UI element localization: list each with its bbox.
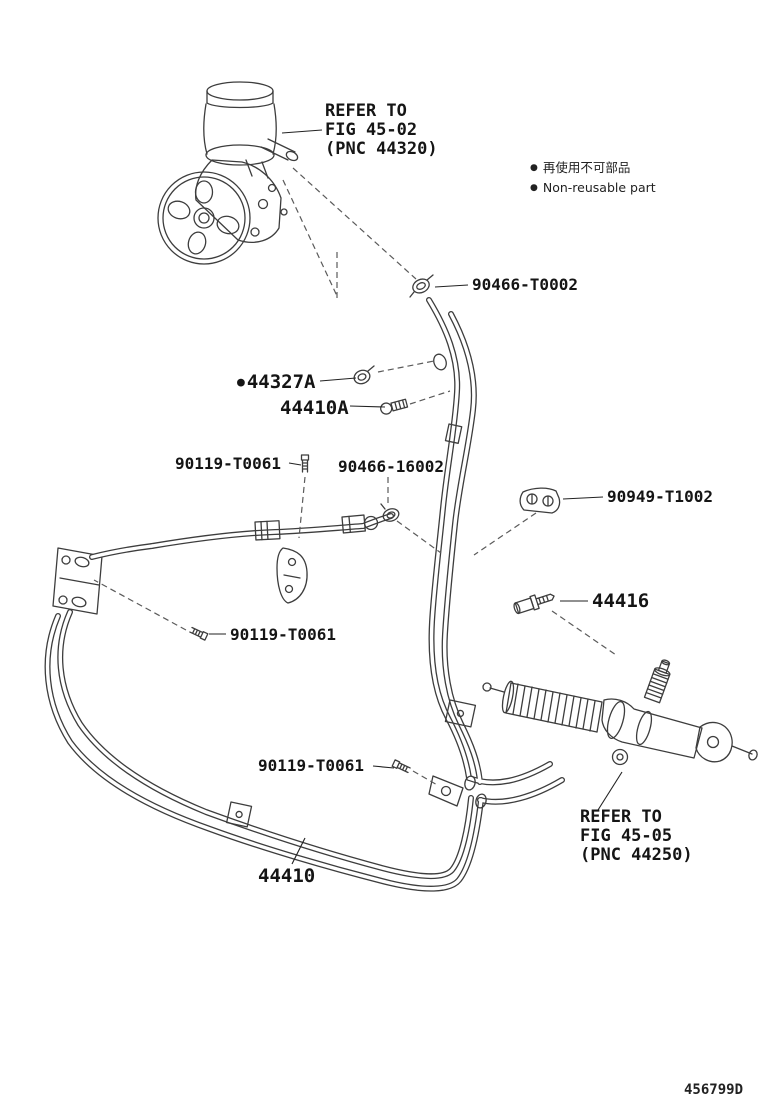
refer-top-line3: (PNC 44320) (325, 139, 438, 159)
tube-clamp-plate-art (444, 699, 477, 728)
flare-nut-art (363, 515, 379, 531)
steering-gear-art (482, 659, 758, 766)
refer-bottom-line2: FIG 45-05 (580, 826, 673, 846)
label-90119-T0061-2: 90119-T0061 (230, 625, 336, 644)
label-44416: 44416 (592, 590, 650, 612)
lower-bracket-art (428, 775, 464, 807)
legend-row-jp: ● 再使用不可部品 (530, 158, 656, 178)
construction-lines (93, 167, 617, 787)
hose-clamp-plate-art (225, 801, 253, 828)
label-refer-fig-45-05: REFER TO FIG 45-05 (PNC 44250) (580, 808, 693, 865)
legend-text-en: Non-reusable part (542, 180, 656, 195)
label-90466-T0002: 90466-T0002 (472, 275, 578, 294)
label-44410A: 44410A (280, 397, 349, 419)
legend: ● 再使用不可部品 ● Non-reusable part (530, 158, 656, 198)
pinion-shaft-art (643, 659, 671, 704)
non-reusable-marker-icon: ● (530, 183, 538, 193)
union-44416-art (513, 593, 555, 615)
tube-clip-art (433, 353, 447, 371)
legend-text-jp: 再使用不可部品 (542, 160, 631, 175)
leader-lines (209, 129, 623, 865)
label-90466-16002: 90466-16002 (338, 457, 444, 476)
hose-clamp-top-art (409, 274, 434, 298)
bracket-clamp-art (519, 487, 561, 514)
legend-row-en: ● Non-reusable part (530, 178, 656, 198)
label-90949-T1002: 90949-T1002 (607, 487, 713, 506)
non-reusable-marker-icon: ● (237, 375, 245, 390)
label-44327A-text: 44327A (246, 371, 316, 393)
drawing-number: 456799D (684, 1082, 744, 1098)
tube-union-art (444, 423, 463, 444)
bolt-90119-left-art (189, 626, 209, 641)
clip-44327a-art (353, 365, 375, 385)
refer-top-line1: REFER TO (325, 101, 407, 121)
label-44327A: ●44327A (237, 371, 316, 393)
tube-end-fitting-art (464, 775, 476, 791)
refer-bottom-line1: REFER TO (580, 807, 662, 827)
power-steering-pump-art (157, 81, 299, 265)
label-refer-fig-45-02: REFER TO FIG 45-02 (PNC 44320) (325, 102, 438, 159)
label-44410: 44410 (258, 865, 316, 887)
refer-top-line2: FIG 45-02 (325, 120, 418, 140)
hose-clamp-mid-art (380, 503, 400, 522)
fasteners-art (189, 274, 561, 828)
bolt-90119-lower-art (391, 759, 411, 774)
union-bolt-44410a-art (380, 398, 409, 415)
junction-block-art (52, 547, 103, 615)
non-reusable-marker-icon: ● (530, 163, 538, 173)
tube-bracket-art (276, 547, 308, 604)
label-90119-T0061-3: 90119-T0061 (258, 756, 364, 775)
label-90119-T0061-1: 90119-T0061 (175, 454, 281, 473)
bolt-90119-upper-art (300, 454, 310, 473)
refer-bottom-line3: (PNC 44250) (580, 845, 693, 865)
tube-end-fitting-art (475, 793, 487, 809)
tube-union-art (254, 520, 281, 541)
